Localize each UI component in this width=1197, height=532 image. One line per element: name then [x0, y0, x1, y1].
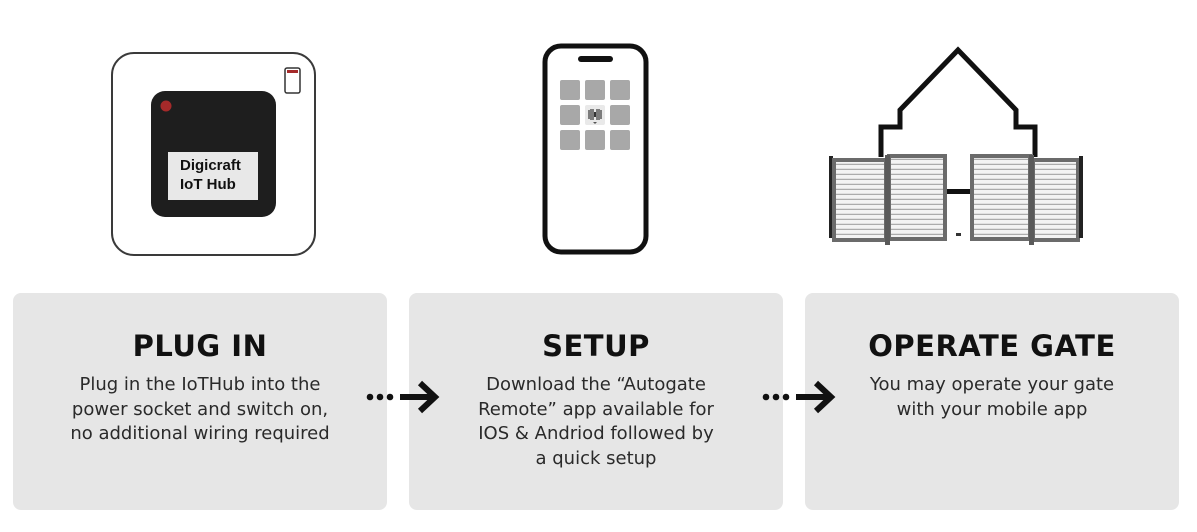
house-outline: [878, 46, 1038, 157]
step-description: Download the “Autogate Remote” app avail…: [419, 373, 773, 471]
step-description-line: Plug in the IoTHub into the: [79, 374, 321, 395]
step-card-operate-gate: OPERATE GATE You may operate your gate w…: [805, 293, 1179, 510]
dotted-arrow-icon: [762, 380, 836, 414]
gate-left: [829, 154, 947, 245]
gate-crossbar: [944, 189, 972, 194]
step-description-line: You may operate your gate: [869, 374, 1115, 395]
step-card-setup: SETUP Download the “Autogate Remote” app…: [409, 293, 783, 510]
step-description-line: no additional wiring required: [70, 423, 330, 444]
hub-label: Digicraft IoT Hub: [168, 152, 258, 200]
step-description-line: Download the “Autogate: [486, 374, 706, 395]
step-description-line: with your mobile app: [896, 398, 1088, 420]
step-description-line: a quick setup: [535, 447, 657, 469]
step-title: SETUP: [542, 329, 650, 363]
step-description: Plug in the IoTHub into the power socket…: [23, 373, 377, 447]
dotted-arrow-icon: [366, 380, 440, 414]
step-description-line: power socket and switch on,: [71, 398, 329, 420]
step-description: You may operate your gate with your mobi…: [815, 373, 1169, 422]
step-card-plug-in: PLUG IN Plug in the IoTHub into the powe…: [13, 293, 387, 510]
app-grid: [560, 80, 630, 150]
socket-switch: [284, 67, 301, 94]
phone-speaker: [578, 56, 613, 62]
step-title: OPERATE GATE: [868, 329, 1116, 363]
hub-label-line1: Digicraft: [180, 157, 241, 174]
step-description-line: IOS & Andriod followed by: [478, 423, 714, 444]
gate-right: [970, 154, 1083, 245]
socket-switch-indicator: [287, 70, 298, 73]
autogate-app-icon: [585, 105, 605, 125]
hub-led: [160, 100, 172, 112]
step-title: PLUG IN: [132, 329, 268, 363]
gate-latch: [956, 233, 961, 236]
step-description-line: Remote” app available for: [478, 398, 714, 420]
hub-label-line2: IoT Hub: [180, 176, 236, 193]
